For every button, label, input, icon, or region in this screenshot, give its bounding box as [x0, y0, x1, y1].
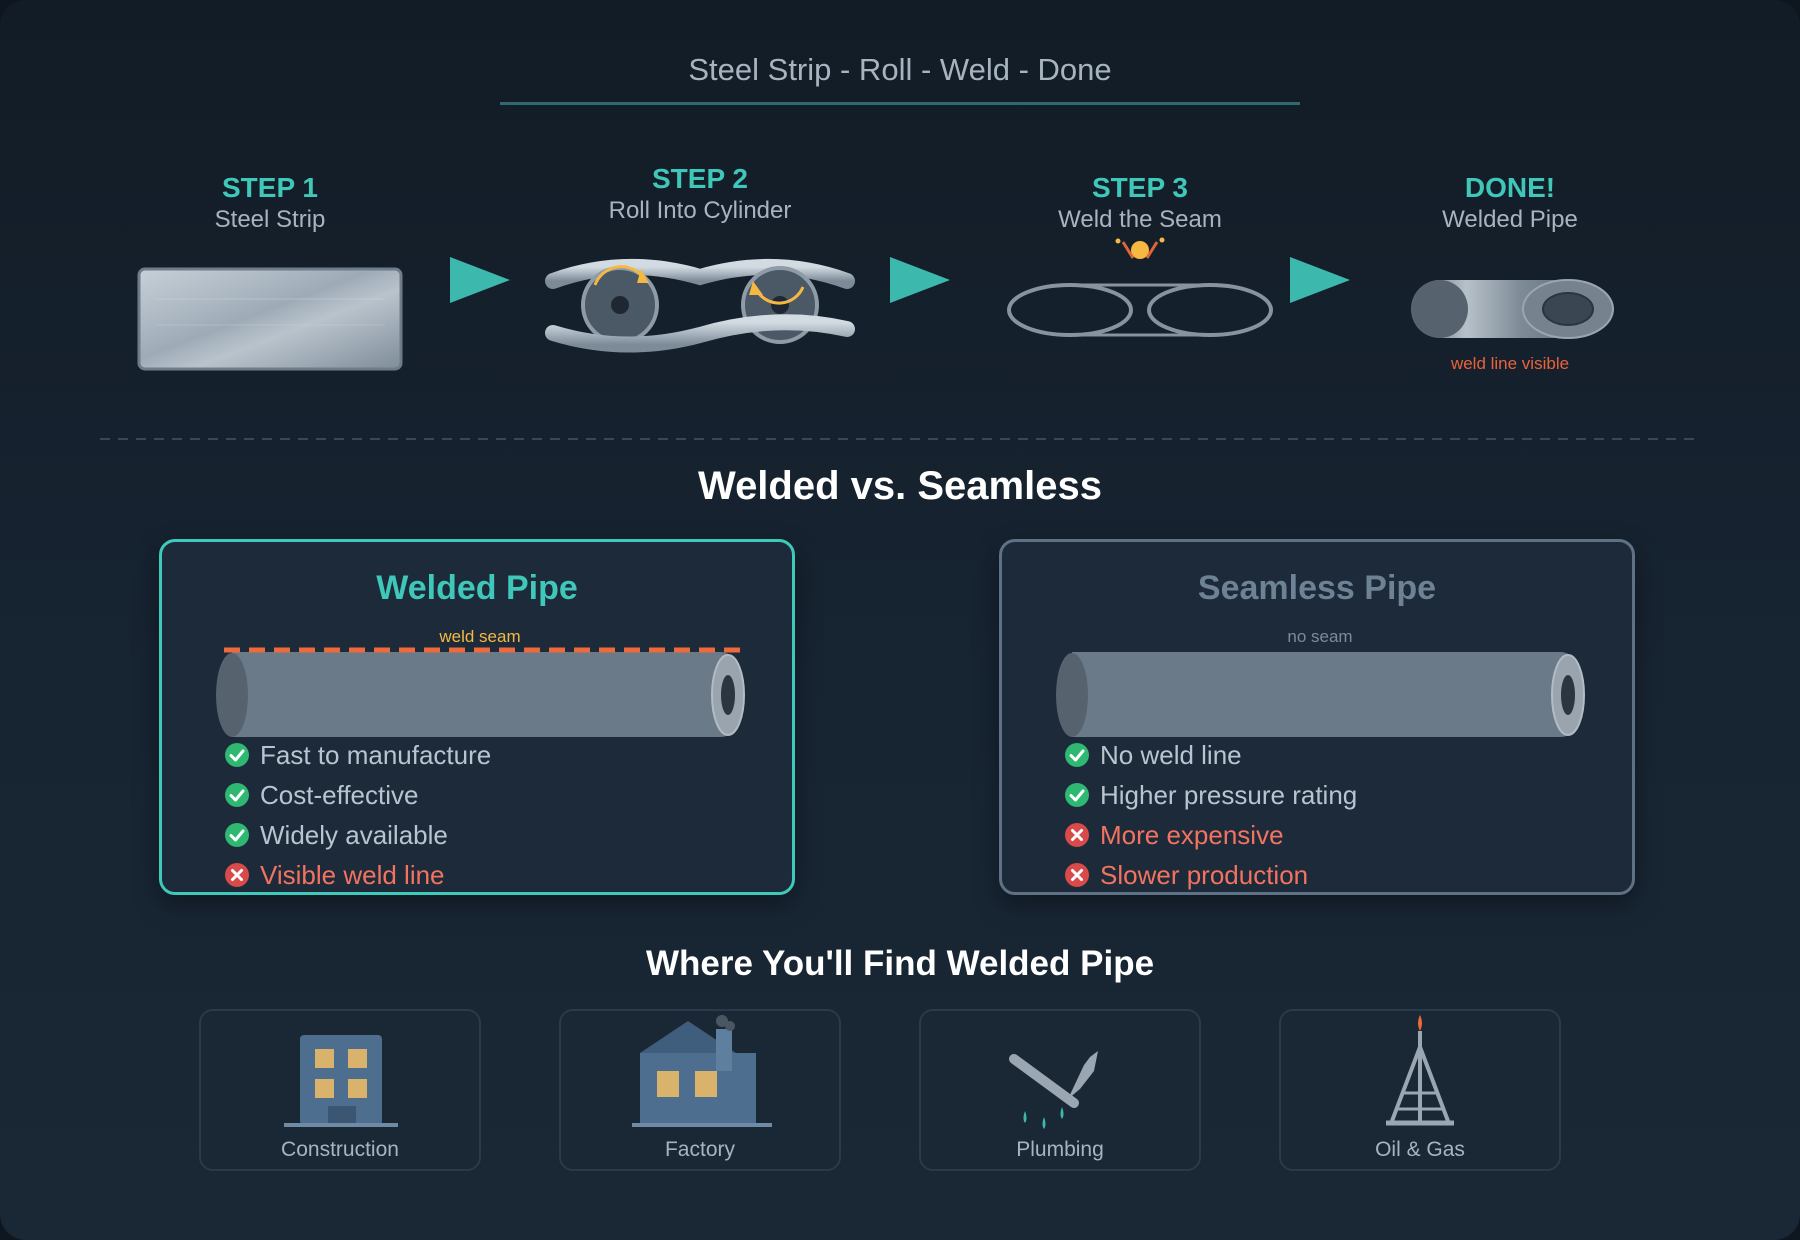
- step-3-subtitle: Weld the Seam: [1058, 206, 1222, 233]
- step-2: STEP 2 Roll Into Cylinder: [570, 162, 830, 226]
- feature-text: Cost-effective: [260, 779, 419, 810]
- feature-item: Slower production: [1064, 855, 1357, 895]
- feature-text: Fast to manufacture: [260, 739, 492, 770]
- roller-illustration: [545, 258, 855, 353]
- app-card-construction: Construction: [199, 1009, 481, 1171]
- welded-features-list: Fast to manufacture Cost-effective Widel…: [224, 735, 491, 895]
- feature-item: Visible weld line: [224, 855, 491, 895]
- feature-text: Widely available: [260, 819, 448, 850]
- check-icon: [1065, 743, 1089, 767]
- factory-icon: [632, 1015, 772, 1127]
- comparison-heading: Welded vs. Seamless: [698, 464, 1102, 508]
- step-1-title: STEP 1: [222, 172, 318, 203]
- step-2-subtitle: Roll Into Cylinder: [608, 197, 792, 224]
- feature-text: More expensive: [1100, 819, 1284, 850]
- step-1: STEP 1 Steel Strip: [170, 171, 370, 235]
- check-icon: [225, 743, 249, 767]
- cross-icon: [1065, 863, 1089, 887]
- banner-underline: [500, 102, 1300, 105]
- feature-item: Widely available: [224, 815, 491, 855]
- feature-item: Fast to manufacture: [224, 735, 491, 775]
- cross-icon: [1065, 823, 1089, 847]
- weld-seam-label: weld seam: [439, 627, 521, 646]
- step-3-title: STEP 3: [1092, 172, 1188, 203]
- feature-text: Visible weld line: [260, 859, 445, 890]
- step-3: STEP 3 Weld the Seam: [1010, 171, 1270, 235]
- weld-line-note: weld line visible: [1450, 354, 1570, 373]
- app-card-oil-gas: Oil & Gas: [1279, 1009, 1561, 1171]
- oil-rig-icon: [1386, 1015, 1454, 1126]
- app-label: Construction: [281, 1138, 399, 1161]
- welded-pipe-illustration: [1411, 279, 1614, 339]
- app-card-factory: Factory: [559, 1009, 841, 1171]
- building-icon: [284, 1035, 398, 1127]
- feature-item: No weld line: [1064, 735, 1357, 775]
- check-icon: [225, 783, 249, 807]
- feature-item: Cost-effective: [224, 775, 491, 815]
- step-done-title: DONE!: [1464, 172, 1556, 203]
- welded-pipe-graphic: [216, 647, 745, 737]
- section-divider: [100, 438, 1700, 440]
- seamless-card-title: Seamless Pipe: [1197, 569, 1437, 607]
- cross-icon: [225, 863, 249, 887]
- seamless-pipe-card: Seamless Pipe no seam No weld line Highe…: [999, 539, 1635, 895]
- no-seam-label: no seam: [1287, 627, 1353, 646]
- app-card-plumbing: Plumbing: [919, 1009, 1201, 1171]
- check-icon: [1065, 783, 1089, 807]
- step-done-subtitle: Welded Pipe: [1442, 206, 1578, 233]
- feature-text: Higher pressure rating: [1100, 779, 1358, 810]
- seamless-features-list: No weld line Higher pressure rating More…: [1064, 735, 1357, 895]
- app-label: Plumbing: [1016, 1138, 1104, 1161]
- step-1-subtitle: Steel Strip: [214, 206, 326, 233]
- feature-item: More expensive: [1064, 815, 1357, 855]
- welding-illustration: [1007, 237, 1273, 337]
- weld-spark-icon: [1131, 241, 1149, 259]
- applications-heading: Where You'll Find Welded Pipe: [645, 944, 1155, 983]
- banner-title: Steel Strip - Roll - Weld - Done: [688, 52, 1112, 87]
- step-2-title: STEP 2: [652, 163, 748, 194]
- feature-text: No weld line: [1100, 739, 1242, 770]
- step-done: DONE! Welded Pipe: [1390, 171, 1630, 235]
- arrow-right-icon: [450, 257, 510, 303]
- arrow-right-icon: [1290, 257, 1350, 303]
- app-label: Oil & Gas: [1375, 1138, 1465, 1161]
- wrench-icon: [1009, 1051, 1098, 1129]
- seamless-pipe-graphic: [1056, 652, 1585, 737]
- feature-text: Slower production: [1100, 859, 1309, 890]
- steel-strip-illustration: [137, 267, 403, 371]
- welded-card-title: Welded Pipe: [376, 569, 578, 607]
- feature-item: Higher pressure rating: [1064, 775, 1357, 815]
- welded-pipe-card: Welded Pipe weld seam Fast to manufactur…: [159, 539, 795, 895]
- app-label: Factory: [664, 1138, 735, 1161]
- arrow-right-icon: [890, 257, 950, 303]
- check-icon: [225, 823, 249, 847]
